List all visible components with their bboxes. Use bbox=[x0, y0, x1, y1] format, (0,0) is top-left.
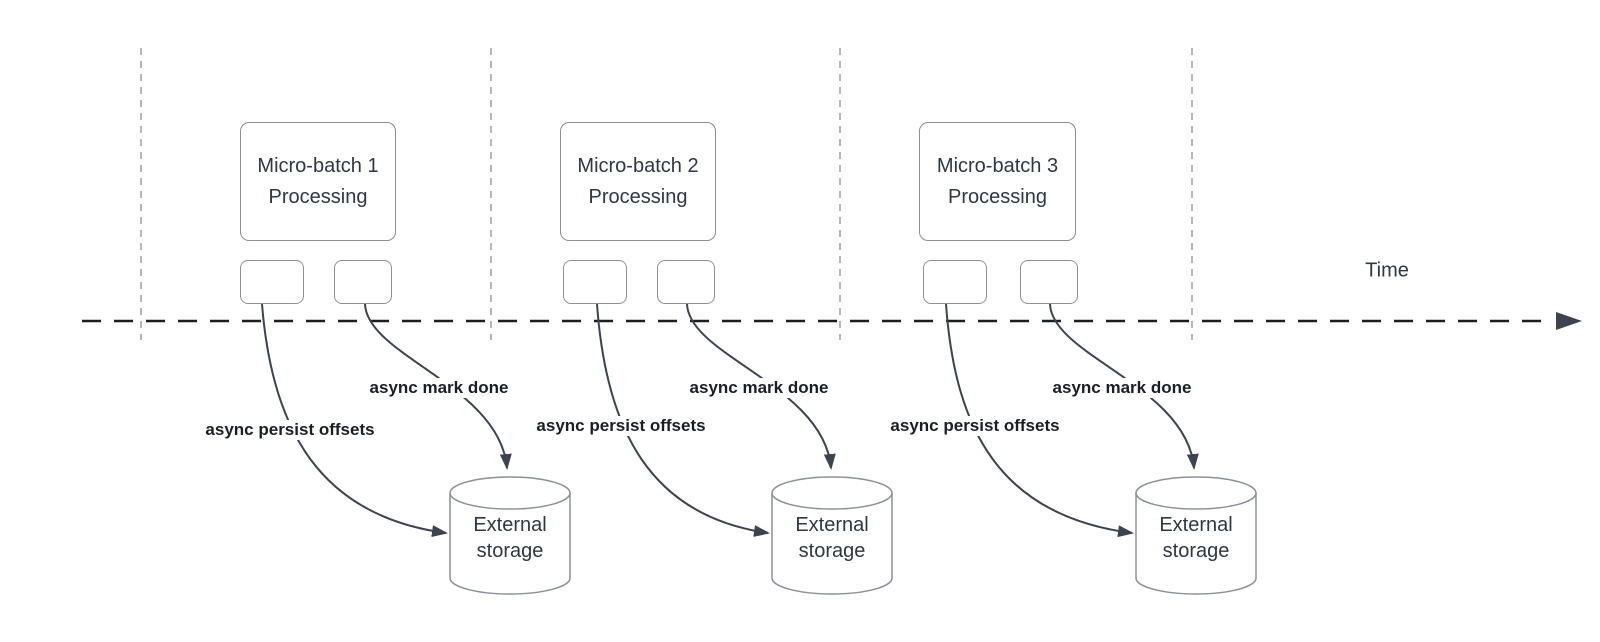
persist-offsets-label-3: async persist offsets bbox=[888, 416, 1062, 436]
persist-task-box-1 bbox=[240, 260, 304, 304]
mark-done-arrow-3 bbox=[1049, 303, 1199, 470]
mark-done-arrow-2 bbox=[686, 303, 836, 470]
persist-task-box-2 bbox=[563, 260, 627, 304]
persist-offsets-label-1: async persist offsets bbox=[203, 420, 377, 440]
time-axis-arrowhead-icon bbox=[1556, 312, 1582, 330]
mark-done-label-2: async mark done bbox=[687, 378, 831, 398]
micro-batch-label-3: Micro-batch 3 Processing bbox=[936, 154, 1059, 208]
persist-offsets-arrow-3 bbox=[945, 303, 1134, 538]
mark-done-label-1: async mark done bbox=[367, 378, 511, 398]
micro-batch-box-2: Micro-batch 2 Processing bbox=[560, 122, 716, 241]
mark-done-task-box-2 bbox=[657, 260, 715, 304]
mark-done-arrow-1 bbox=[364, 303, 512, 470]
persist-offsets-arrow-2 bbox=[596, 303, 770, 537]
mark-done-task-box-1 bbox=[334, 260, 392, 304]
storage-cylinder-3 bbox=[1135, 476, 1257, 595]
mark-done-label-3: async mark done bbox=[1050, 378, 1194, 398]
storage-label-1: External storage bbox=[473, 514, 547, 562]
storage-cylinder-1 bbox=[449, 476, 571, 595]
micro-batch-box-3: Micro-batch 3 Processing bbox=[919, 122, 1076, 241]
micro-batch-label-1: Micro-batch 1 Processing bbox=[257, 154, 379, 208]
storage-label-2: External storage bbox=[795, 514, 869, 562]
mark-done-task-box-3 bbox=[1020, 260, 1078, 304]
persist-offsets-arrow-1 bbox=[261, 303, 448, 538]
micro-batch-box-1: Micro-batch 1 Processing bbox=[240, 122, 396, 241]
persist-offsets-label-2: async persist offsets bbox=[534, 416, 708, 436]
micro-batch-label-2: Micro-batch 2 Processing bbox=[577, 154, 699, 208]
storage-cylinder-2 bbox=[771, 476, 893, 595]
persist-task-box-3 bbox=[923, 260, 987, 304]
time-axis-label: Time bbox=[1365, 259, 1409, 282]
storage-label-3: External storage bbox=[1159, 514, 1233, 562]
